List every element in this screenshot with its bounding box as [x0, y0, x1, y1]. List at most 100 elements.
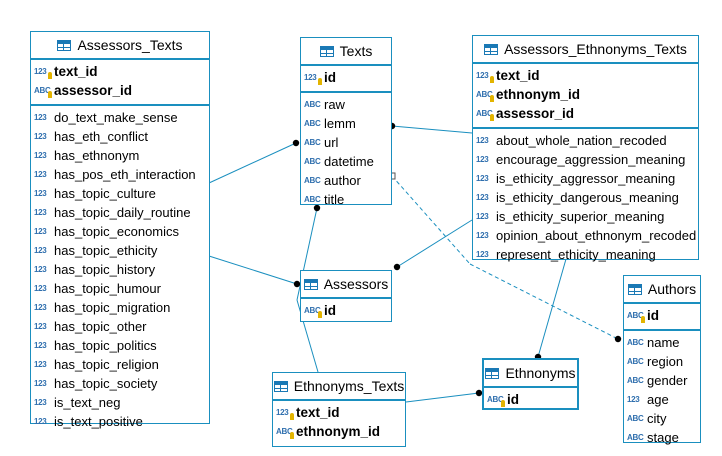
text-type-icon: ABC: [487, 395, 505, 407]
numeric-type-icon: 123: [34, 417, 47, 426]
numeric-type-icon: 123: [276, 408, 294, 420]
entity-header[interactable]: Ethnonyms_Texts: [273, 373, 405, 401]
column-row[interactable]: 123 has_topic_other: [31, 317, 209, 336]
numeric-type-icon: 123: [34, 132, 47, 141]
text-type-icon: ABC: [34, 86, 52, 98]
column-name: text_id: [496, 68, 540, 83]
numeric-type-icon: 123: [34, 227, 47, 236]
column-name: title: [324, 192, 345, 207]
numeric-type-icon: 123: [34, 322, 47, 331]
column-name: author: [324, 173, 361, 188]
entity-header[interactable]: Authors: [624, 276, 700, 304]
numeric-type-icon: 123: [34, 341, 47, 350]
numeric-type-icon: 123: [34, 189, 47, 198]
column-name: raw: [324, 97, 345, 112]
entity-header[interactable]: Ethnonyms: [484, 360, 577, 388]
entity-title: Ethnonyms_Texts: [293, 378, 405, 394]
entity-header[interactable]: Texts: [301, 38, 391, 66]
numeric-type-icon: 123: [34, 284, 47, 293]
column-name: has_topic_other: [54, 319, 147, 334]
entity-header[interactable]: Assessors_Texts: [31, 32, 209, 60]
entity-header[interactable]: Assessors_Ethnonyms_Texts: [473, 36, 698, 64]
link-end-dot: [393, 263, 401, 271]
column-name: text_id: [54, 64, 98, 79]
link-aet-to-assessors: [396, 219, 473, 268]
link-assessors-texts-to-texts: [208, 142, 297, 184]
entity-header[interactable]: Assessors: [301, 271, 391, 299]
table-icon: [484, 43, 499, 55]
numeric-type-icon: 123: [34, 379, 47, 388]
column-name: text_id: [296, 405, 340, 420]
table-icon: [627, 283, 642, 295]
column-name: has_topic_ethicity: [54, 243, 158, 258]
column-name: has_topic_daily_routine: [54, 205, 191, 220]
link-aet-to-texts: [391, 125, 473, 134]
column-name: has_topic_religion: [54, 357, 159, 372]
entity-title: Assessors: [323, 276, 389, 292]
column-name: id: [324, 70, 336, 85]
column-name: assessor_id: [496, 106, 575, 121]
column-name: is_ethicity_aggressor_meaning: [496, 171, 676, 186]
column-name: ethnonym_id: [296, 424, 381, 439]
column-name: represent_ethicity_meaning: [496, 247, 656, 262]
column-row[interactable]: 123 has_topic_culture: [31, 184, 209, 203]
column-name: name: [647, 335, 680, 350]
column-name: has_topic_culture: [54, 186, 156, 201]
